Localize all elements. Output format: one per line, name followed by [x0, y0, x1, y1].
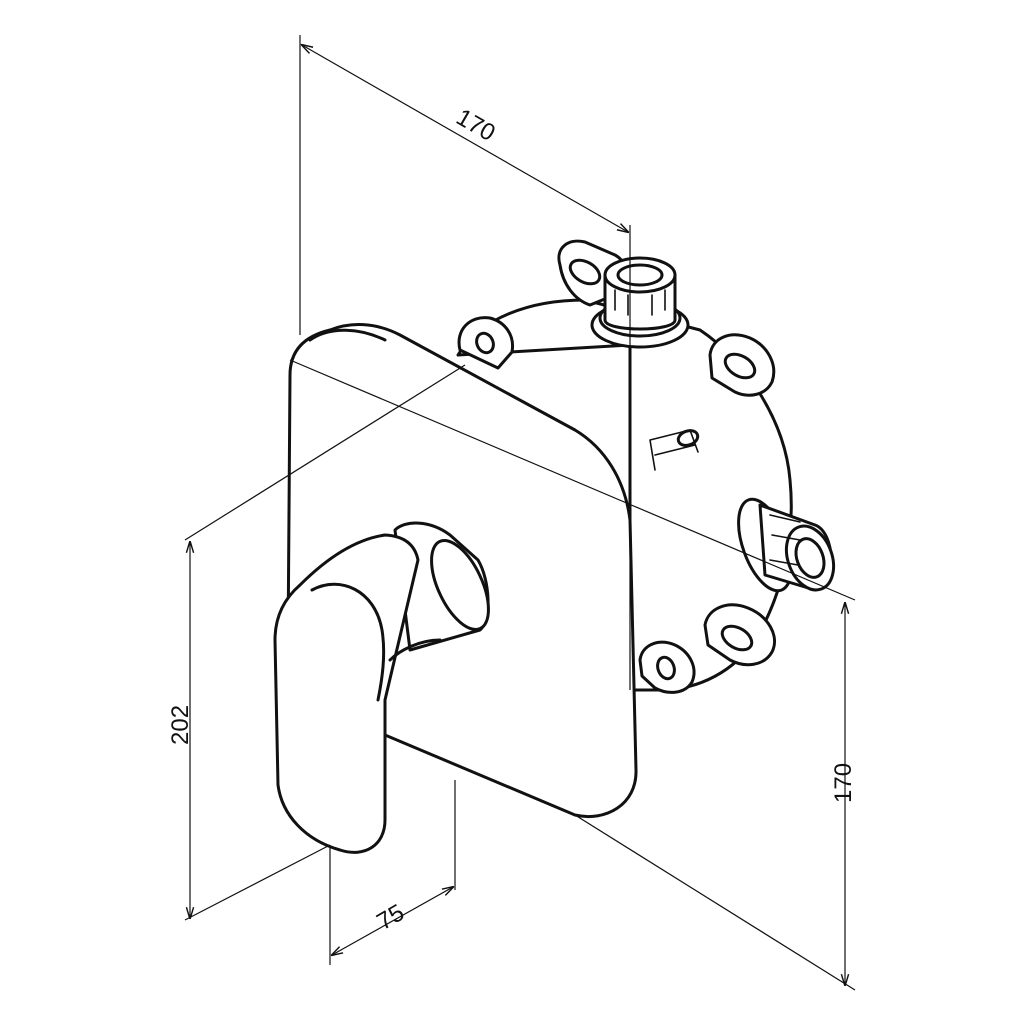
dimension-top-width-line — [302, 45, 628, 232]
mounting-lug-right-bottom — [703, 603, 776, 667]
mounting-body — [456, 239, 793, 694]
dimension-right-height-label: 170 — [830, 763, 857, 803]
dimension-left-height-label: 202 — [167, 705, 194, 745]
top-pipe-connector — [590, 256, 690, 349]
dimension-top-width-label: 170 — [452, 104, 500, 147]
dimension-depth-line — [332, 887, 453, 955]
body-stud — [649, 429, 700, 471]
dimension-lines — [184, 35, 856, 991]
lever-handle — [273, 521, 490, 854]
mounting-lug-top-left — [457, 316, 515, 370]
mounting-lug-bottom — [638, 640, 696, 694]
mounting-lug-right-top — [708, 333, 776, 397]
dimension-depth-label: 75 — [372, 899, 409, 936]
